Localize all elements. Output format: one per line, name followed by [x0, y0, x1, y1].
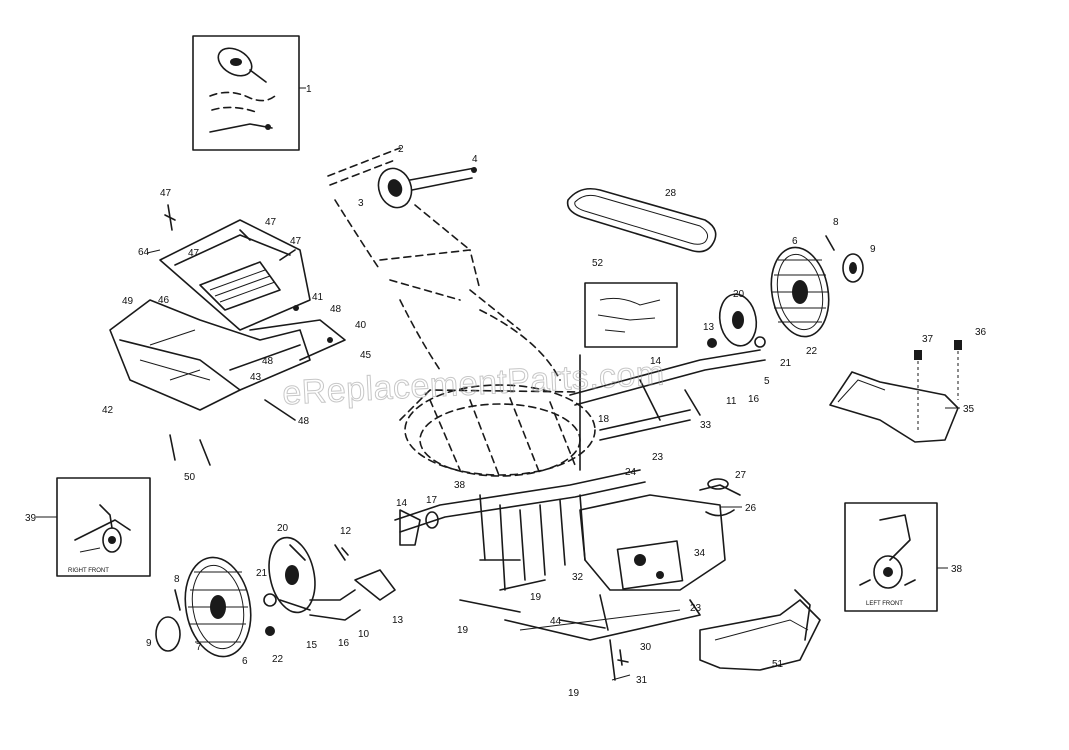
part-label: 24 — [625, 467, 637, 478]
part-label: 20 — [277, 523, 289, 534]
inset-caption-right-front: RIGHT FRONT — [68, 568, 109, 574]
rear-axle — [569, 349, 766, 471]
part-label: 37 — [922, 334, 934, 345]
part-label: 20 — [733, 289, 745, 300]
part-label: 22 — [806, 346, 818, 357]
part-label: 10 — [358, 629, 370, 640]
part-label: 42 — [102, 405, 114, 416]
grass-catcher-assembly — [109, 204, 346, 466]
part-label: 5 — [764, 376, 770, 387]
part-label: 17 — [426, 495, 438, 506]
rear-shield — [829, 340, 962, 443]
leader-lines — [36, 249, 960, 681]
part-label: 13 — [703, 322, 715, 333]
part-label: 21 — [780, 358, 792, 369]
inset-left-front — [844, 502, 948, 612]
left-front-wheel — [155, 536, 396, 658]
part-label: 51 — [772, 659, 784, 670]
part-label: 4 — [472, 154, 478, 165]
part-label: 23 — [652, 452, 664, 463]
part-label: 45 — [360, 350, 372, 361]
part-label: 9 — [870, 244, 876, 255]
part-label: 3 — [358, 198, 364, 209]
part-label: 38 — [454, 480, 466, 491]
part-label: 12 — [340, 526, 352, 537]
part-label: 19 — [457, 625, 469, 636]
watermark-text: eReplacementParts.com — [281, 354, 665, 412]
part-label: 6 — [792, 236, 798, 247]
part-label: 6 — [242, 656, 248, 667]
part-label: 2 — [398, 144, 404, 155]
part-label: 8 — [833, 217, 839, 228]
part-label: 16 — [338, 638, 350, 649]
part-label: 9 — [146, 638, 152, 649]
right-rear-wheel — [707, 235, 864, 348]
part-label: 30 — [640, 642, 652, 653]
part-label: 39 — [25, 513, 37, 524]
part-label: 44 — [550, 616, 562, 627]
part-label: 19 — [530, 592, 542, 603]
engine-blade-assembly — [327, 147, 596, 479]
part-label: 23 — [690, 603, 702, 614]
part-label: 31 — [636, 675, 648, 686]
part-label: 13 — [392, 615, 404, 626]
part-label: 49 — [122, 296, 134, 307]
part-label: 34 — [694, 548, 706, 559]
drive-belt — [566, 187, 717, 253]
part-label: 48 — [298, 416, 310, 427]
part-label: 15 — [306, 640, 318, 651]
part-label: 18 — [598, 414, 610, 425]
part-label: 40 — [355, 320, 367, 331]
part-label: 28 — [665, 188, 677, 199]
inset-52 — [584, 282, 678, 348]
part-label: 64 — [138, 247, 150, 258]
part-label: 35 — [963, 404, 975, 415]
part-label: 27 — [735, 470, 747, 481]
part-label: 21 — [256, 568, 268, 579]
inset-right-front — [56, 477, 151, 577]
part-label: 47 — [265, 217, 277, 228]
part-label: 47 — [188, 248, 200, 259]
part-label: 14 — [650, 356, 662, 367]
part-label: 16 — [748, 394, 760, 405]
part-label: 7 — [196, 642, 202, 653]
part-label: 46 — [158, 295, 170, 306]
part-label: 48 — [330, 304, 342, 315]
part-labels: 1 2 3 4 47 64 47 47 47 49 46 41 48 40 48… — [25, 84, 987, 699]
part-label: 41 — [312, 292, 324, 303]
part-label: 33 — [700, 420, 712, 431]
part-label: 19 — [568, 688, 580, 699]
part-label: 11 — [726, 396, 737, 407]
front-skid — [699, 589, 821, 671]
part-label: 14 — [396, 498, 408, 509]
part-label: 1 — [306, 84, 312, 95]
part-label: 52 — [592, 258, 604, 269]
part-label: 26 — [745, 503, 757, 514]
front-axle-assembly — [394, 469, 646, 613]
part-label: 48 — [262, 356, 274, 367]
part-label: 47 — [160, 188, 172, 199]
part-label: 8 — [174, 574, 180, 585]
inset-pull-handle — [192, 35, 306, 151]
inset-caption-left-front: LEFT FRONT — [866, 601, 903, 607]
part-label: 43 — [250, 372, 262, 383]
transmission — [504, 478, 741, 681]
part-label: 22 — [272, 654, 284, 665]
part-label: 50 — [184, 472, 196, 483]
part-label: 36 — [975, 327, 987, 338]
part-label: 47 — [290, 236, 302, 247]
part-label: 38 — [951, 564, 963, 575]
part-label: 32 — [572, 572, 584, 583]
